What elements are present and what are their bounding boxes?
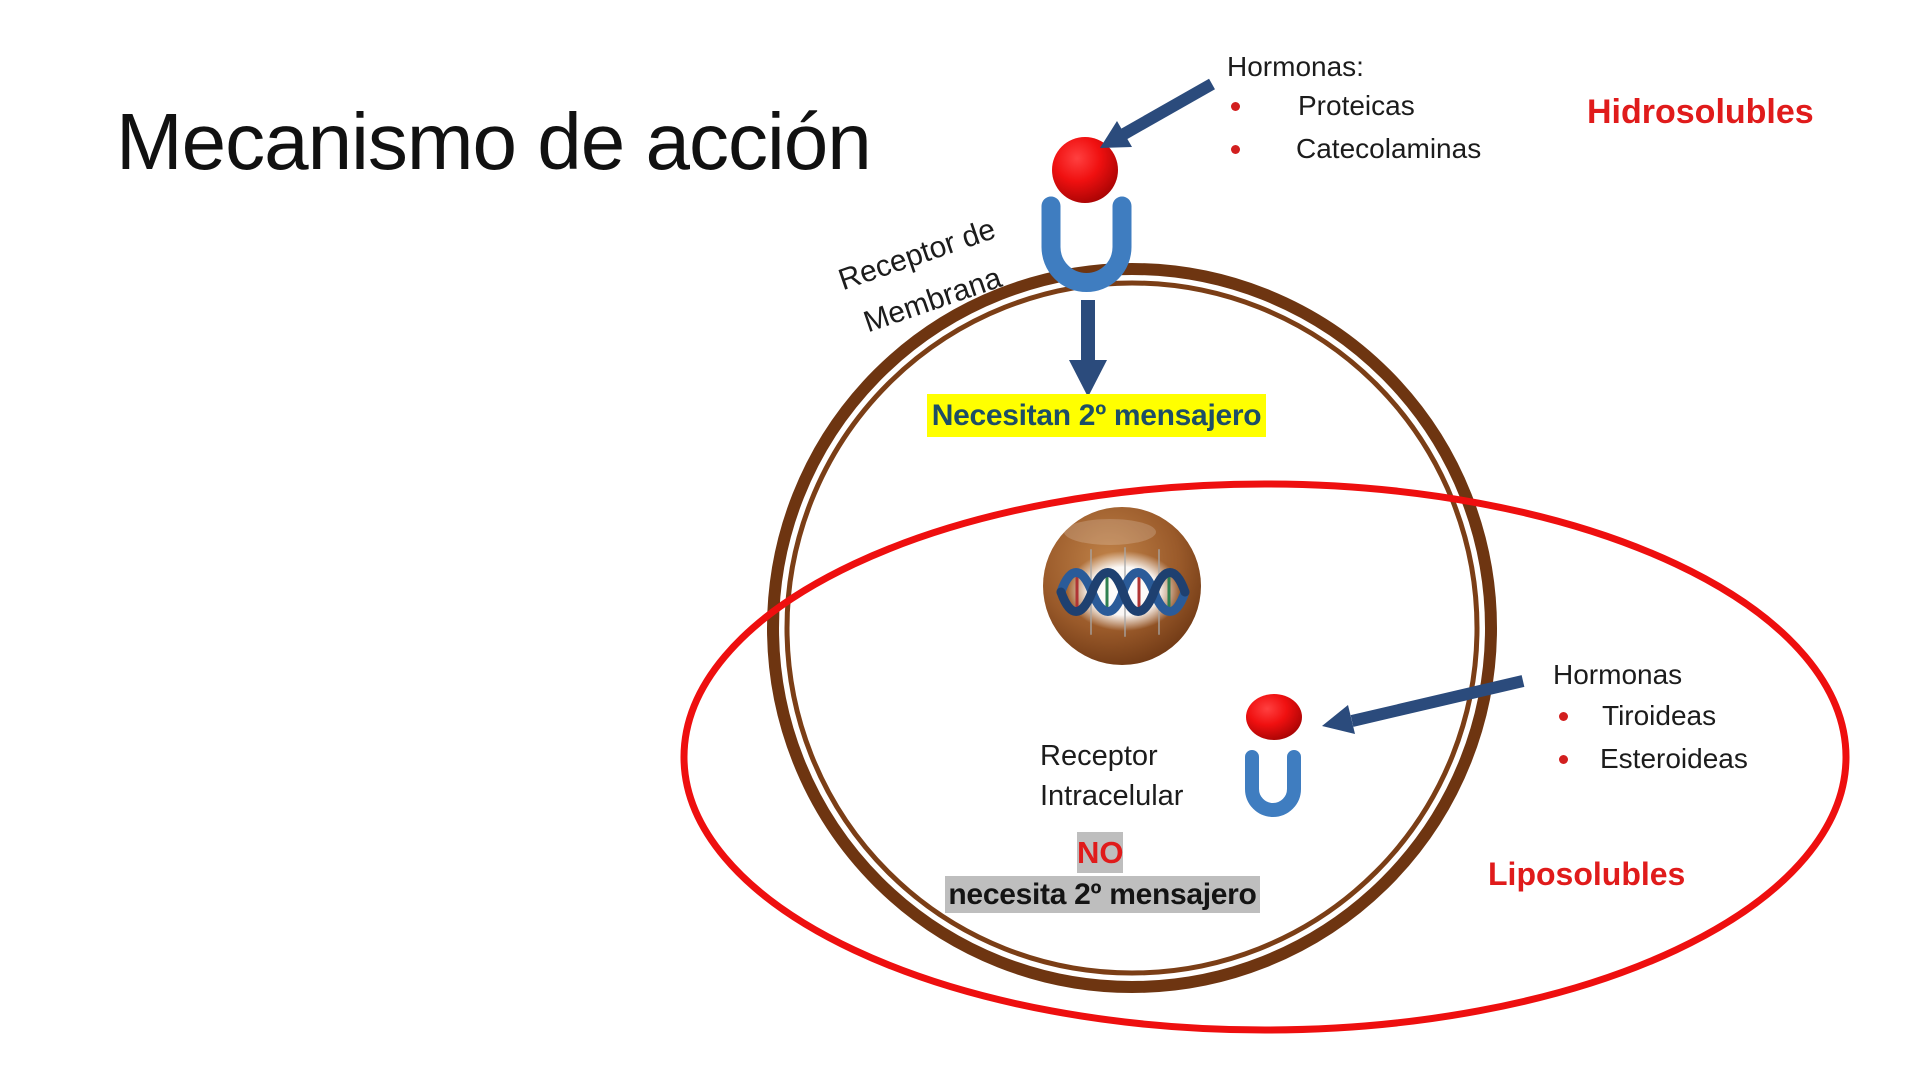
bullet-icon	[1231, 145, 1240, 154]
lipo-hormone-type: Esteroideas	[1600, 743, 1748, 774]
bullet-icon	[1559, 755, 1568, 764]
cell-membrane-inner-ring	[784, 280, 1480, 976]
hormone-sphere-top-icon	[1052, 137, 1118, 203]
no-messenger-note-no: NO	[1077, 832, 1124, 873]
intracellular-receptor-label-line2: Intracelular	[1040, 780, 1184, 812]
hidrosolubles-label: Hidrosolubles	[1587, 93, 1814, 131]
liposolubles-label: Liposolubles	[1488, 856, 1686, 892]
intracellular-receptor-u-icon	[1245, 750, 1301, 817]
second-messenger-note-yellow: Necesitan 2º mensajero	[927, 394, 1266, 437]
nucleus-highlight	[1064, 519, 1156, 545]
page-title: Mecanismo de acción	[116, 97, 872, 186]
dna-helix-icon	[1056, 547, 1190, 637]
hormone-arrow-right-icon	[1322, 675, 1525, 734]
intracellular-receptor-label-line1: Receptor	[1040, 740, 1158, 772]
signal-arrow-down-icon	[1069, 300, 1107, 397]
hydro-hormone-type: Catecolaminas	[1296, 133, 1482, 164]
intracellular-receptor-label: Receptor Intracelular	[1040, 736, 1260, 816]
cell-membrane-outer-ring	[767, 263, 1497, 993]
hormone-sphere-intracellular-icon	[1246, 694, 1302, 740]
hormone-arrow-top-icon	[1100, 78, 1215, 148]
hydro-hormone-type: Proteicas	[1298, 90, 1415, 121]
lipo-hormone-type: Tiroideas	[1602, 700, 1717, 731]
bullet-icon	[1231, 102, 1240, 111]
no-messenger-note-rest: necesita 2º mensajero	[945, 876, 1260, 913]
nucleus	[1043, 507, 1201, 665]
membrane-receptor-u-icon	[1041, 196, 1132, 292]
hydro-hormones-heading: Hormonas:	[1227, 51, 1364, 82]
lipo-hormones-heading: Hormonas	[1553, 659, 1683, 690]
liposolubles-ellipse	[680, 480, 1850, 1034]
bullet-icon	[1559, 712, 1568, 721]
